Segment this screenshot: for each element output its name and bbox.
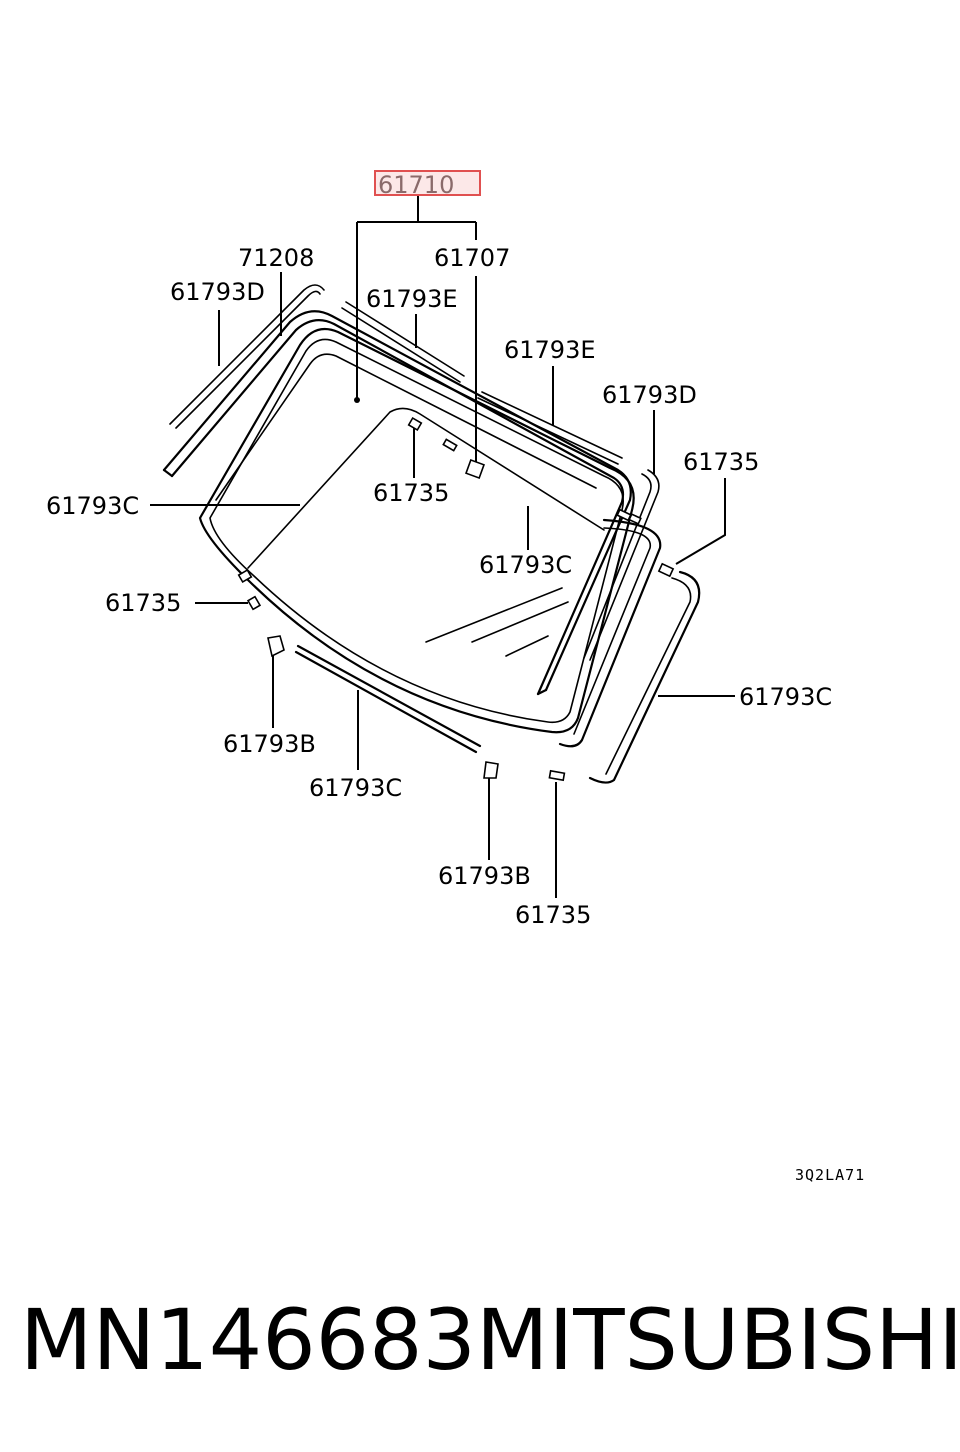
callout-61735-left: 61735 bbox=[105, 589, 181, 617]
callout-71208: 71208 bbox=[238, 244, 314, 272]
part-number: MN146683 bbox=[20, 1291, 476, 1389]
moulding-bottom[interactable] bbox=[294, 644, 482, 754]
callout-61793e-top: 61793E bbox=[366, 285, 458, 313]
leader-lines bbox=[150, 272, 735, 898]
callout-61793e-right: 61793E bbox=[504, 336, 596, 364]
brand-name: MITSUBISHI bbox=[475, 1291, 960, 1389]
windshield-glass[interactable] bbox=[198, 327, 635, 734]
callout-61793c-right: 61793C bbox=[739, 683, 832, 711]
callout-61710-label: 61710 bbox=[378, 171, 454, 199]
callout-61793c-left: 61793C bbox=[46, 492, 139, 520]
callout-61710-highlight[interactable]: 61710 bbox=[374, 170, 481, 199]
callout-61793c-center: 61793C bbox=[479, 551, 572, 579]
moulding-strip-upper[interactable] bbox=[169, 284, 660, 661]
callout-61710-bracket bbox=[354, 196, 477, 403]
callout-61793c-bottom: 61793C bbox=[309, 774, 402, 802]
moulding-top[interactable] bbox=[162, 310, 632, 696]
callout-61707: 61707 bbox=[434, 244, 510, 272]
fasteners[interactable] bbox=[237, 416, 675, 782]
diagram-code: 3Q2LA71 bbox=[795, 1166, 865, 1184]
callout-61793b-bottom: 61793B bbox=[438, 862, 531, 890]
footer: MN146683 MITSUBISHI bbox=[20, 1290, 960, 1390]
moulding-right[interactable] bbox=[558, 518, 701, 784]
callout-61793d-left: 61793D bbox=[170, 278, 265, 306]
callout-61735-center: 61735 bbox=[373, 479, 449, 507]
callout-61793d-right: 61793D bbox=[602, 381, 697, 409]
callout-61735-right: 61735 bbox=[683, 448, 759, 476]
callout-61735-bottom: 61735 bbox=[515, 901, 591, 929]
callout-61793b-left: 61793B bbox=[223, 730, 316, 758]
